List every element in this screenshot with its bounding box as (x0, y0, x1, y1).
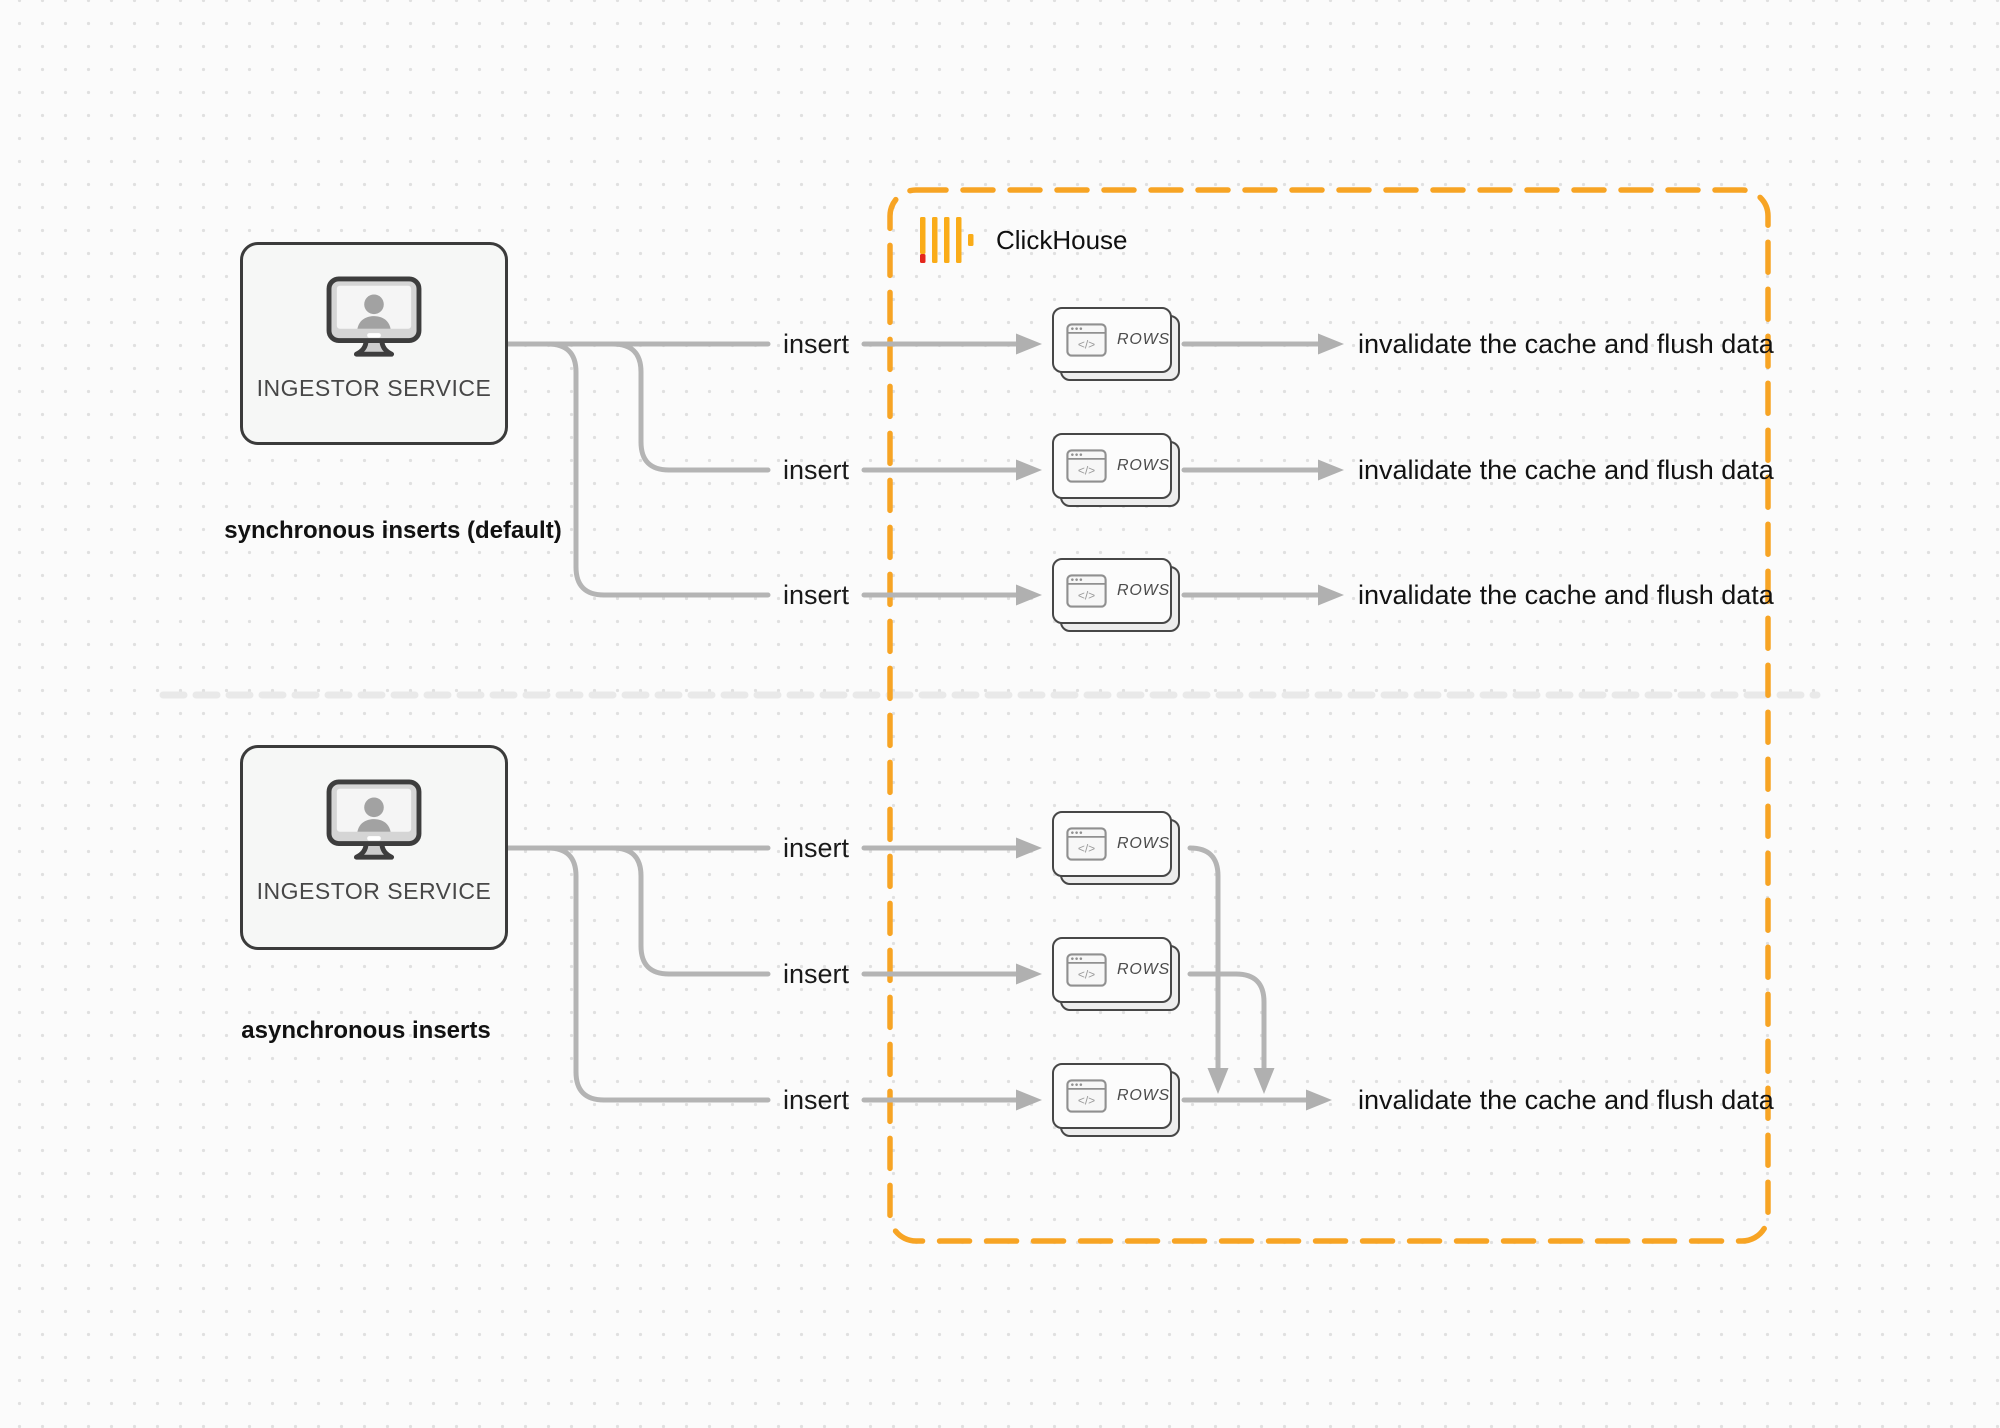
insert-label: insert (782, 833, 850, 863)
service-label-sync: INGESTOR SERVICE (256, 375, 492, 401)
result-label: invalidate the cache and flush data (1358, 455, 1774, 485)
ingestor-service-box-sync: INGESTOR SERVICE (240, 242, 508, 445)
code-window-icon: </> (1066, 574, 1107, 608)
rows-node-card: </> ROWS (1052, 558, 1172, 624)
svg-text:</>: </> (1078, 337, 1095, 351)
rows-label: ROWS (1117, 331, 1170, 348)
code-window-icon: </> (1066, 827, 1107, 861)
code-window-icon: </> (1066, 323, 1107, 357)
rows-node: </> ROWS (1052, 307, 1182, 383)
user-silhouette-icon (364, 797, 384, 818)
rows-node-card: </> ROWS (1052, 1063, 1172, 1129)
insert-label: insert (782, 959, 850, 989)
code-window-icon: </> (1066, 953, 1107, 987)
svg-text:</>: </> (1078, 1093, 1095, 1107)
insert-label: insert (782, 329, 850, 359)
service-label-async: INGESTOR SERVICE (256, 878, 492, 904)
rows-node: </> ROWS (1052, 1063, 1182, 1139)
rows-label: ROWS (1117, 582, 1170, 599)
workstation-monitor-icon (326, 779, 422, 860)
ingestor-service-box-async: INGESTOR SERVICE (240, 745, 508, 950)
rows-node-card: </> ROWS (1052, 307, 1172, 373)
workstation-monitor-icon (326, 276, 422, 357)
user-silhouette-icon (364, 294, 384, 315)
rows-label: ROWS (1117, 835, 1170, 852)
result-label: invalidate the cache and flush data (1358, 1085, 1774, 1115)
clickhouse-name: ClickHouse (996, 224, 1128, 255)
svg-text:</>: </> (1078, 463, 1095, 477)
svg-text:</>: </> (1078, 967, 1095, 981)
rows-label: ROWS (1117, 457, 1170, 474)
rows-label: ROWS (1117, 961, 1170, 978)
clickhouse-header: ClickHouse (920, 214, 1128, 266)
result-label: invalidate the cache and flush data (1358, 580, 1774, 610)
result-label: invalidate the cache and flush data (1358, 329, 1774, 359)
insert-label: insert (782, 455, 850, 485)
code-window-icon: </> (1066, 449, 1107, 483)
insert-label: insert (782, 1085, 850, 1115)
sync-caption: synchronous inserts (default) (224, 517, 562, 544)
code-window-icon: </> (1066, 1079, 1107, 1113)
svg-text:</>: </> (1078, 588, 1095, 602)
rows-label: ROWS (1117, 1087, 1170, 1104)
rows-node: </> ROWS (1052, 937, 1182, 1013)
rows-node: </> ROWS (1052, 433, 1182, 509)
insert-label: insert (782, 580, 850, 610)
svg-text:</>: </> (1078, 841, 1095, 855)
rows-node: </> ROWS (1052, 811, 1182, 887)
rows-node: </> ROWS (1052, 558, 1182, 634)
rows-node-card: </> ROWS (1052, 937, 1172, 1003)
async-caption: asynchronous inserts (241, 1017, 491, 1044)
clickhouse-logo-icon (920, 217, 974, 263)
rows-node-card: </> ROWS (1052, 811, 1172, 877)
clickhouse-boundary (887, 187, 1771, 1244)
rows-node-card: </> ROWS (1052, 433, 1172, 499)
